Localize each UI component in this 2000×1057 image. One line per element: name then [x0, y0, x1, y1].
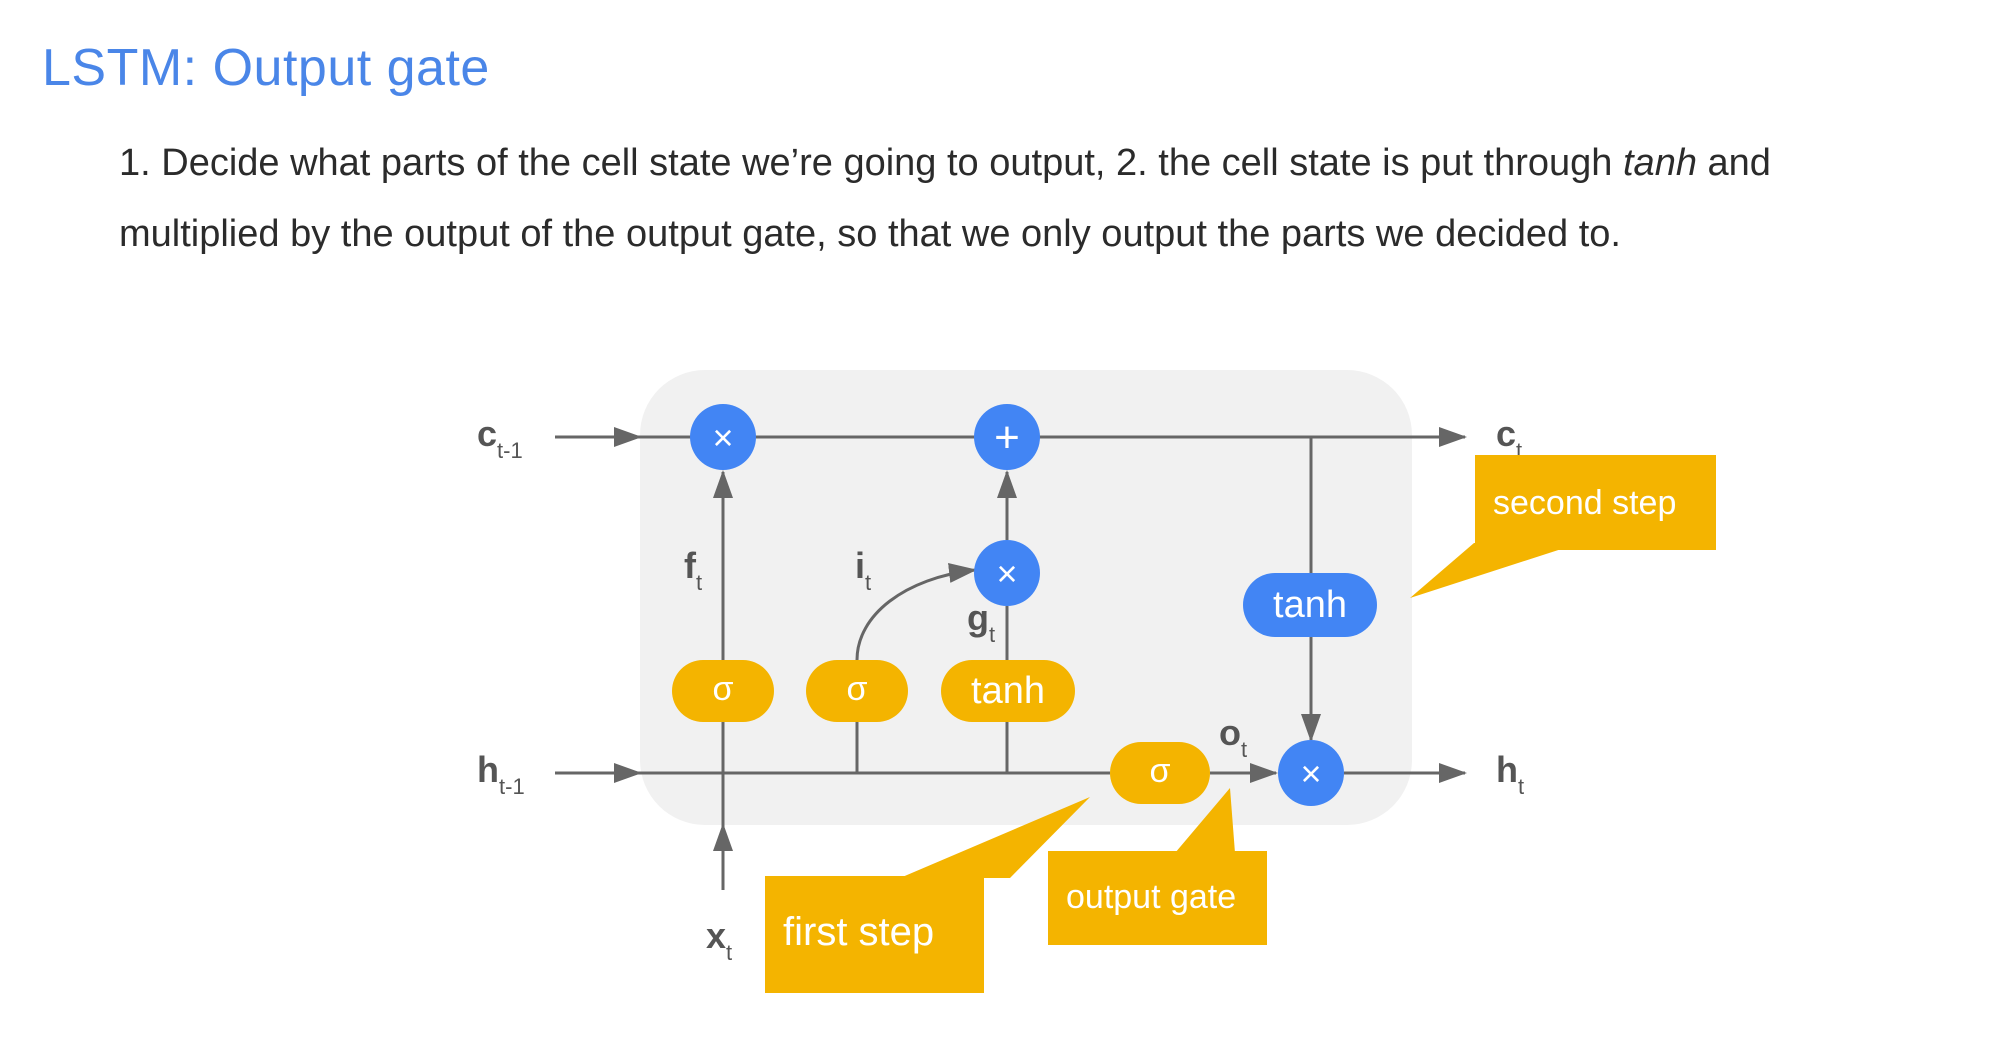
output-multiply-node: ×: [1278, 740, 1344, 806]
first-step-callout: first step: [765, 797, 1090, 993]
output-sigma-symbol: σ: [1150, 752, 1171, 790]
output-tanh-label: tanh: [1273, 584, 1347, 626]
second-step-label: second step: [1493, 484, 1676, 522]
c-prev-label: ct-1: [477, 413, 523, 463]
body-text-emphasis: tanh: [1623, 142, 1697, 184]
input-gate-curve: [855, 563, 977, 661]
connection-lines: [555, 427, 1467, 890]
second-step-callout: second step: [1410, 455, 1716, 598]
cell-add-node: +: [974, 404, 1040, 470]
input-sigma-symbol: σ: [847, 670, 868, 708]
x-label: xt: [706, 915, 732, 965]
forget-multiply-node: ×: [690, 404, 756, 470]
body-text-part-1: 1. Decide what parts of the cell state w…: [119, 142, 1623, 184]
input-sigma-node: σ: [806, 660, 908, 722]
output-tanh-node: tanh: [1243, 573, 1377, 637]
h-prev-label: ht-1: [477, 749, 525, 799]
slide-body-text: 1. Decide what parts of the cell state w…: [119, 128, 1879, 270]
forget-sigma-symbol: σ: [713, 670, 734, 708]
o-label: ot: [1219, 712, 1247, 762]
cell-add-symbol: +: [994, 413, 1020, 462]
candidate-tanh-node: tanh: [941, 660, 1075, 722]
candidate-tanh-label: tanh: [971, 670, 1045, 712]
output-multiply-symbol: ×: [1300, 753, 1321, 794]
g-label: gt: [967, 597, 995, 647]
input-multiply-symbol: ×: [996, 553, 1017, 594]
variable-labels: ct-1 ht-1 xt ct ht ft it gt ot: [477, 413, 1524, 965]
f-label: ft: [684, 545, 702, 595]
h-label: ht: [1496, 749, 1524, 799]
first-step-label: first step: [783, 910, 934, 954]
output-gate-label: output gate: [1066, 878, 1236, 916]
output-sigma-node: σ: [1110, 742, 1210, 804]
forget-multiply-symbol: ×: [712, 417, 733, 458]
c-label: ct: [1496, 413, 1522, 463]
slide-title: LSTM: Output gate: [42, 39, 490, 97]
forget-sigma-node: σ: [672, 660, 774, 722]
input-multiply-node: ×: [974, 540, 1040, 606]
i-label: it: [855, 545, 871, 595]
body-text-part-2: and multiplied by the output of the outp…: [119, 142, 1771, 255]
output-gate-callout: output gate: [1048, 788, 1267, 945]
